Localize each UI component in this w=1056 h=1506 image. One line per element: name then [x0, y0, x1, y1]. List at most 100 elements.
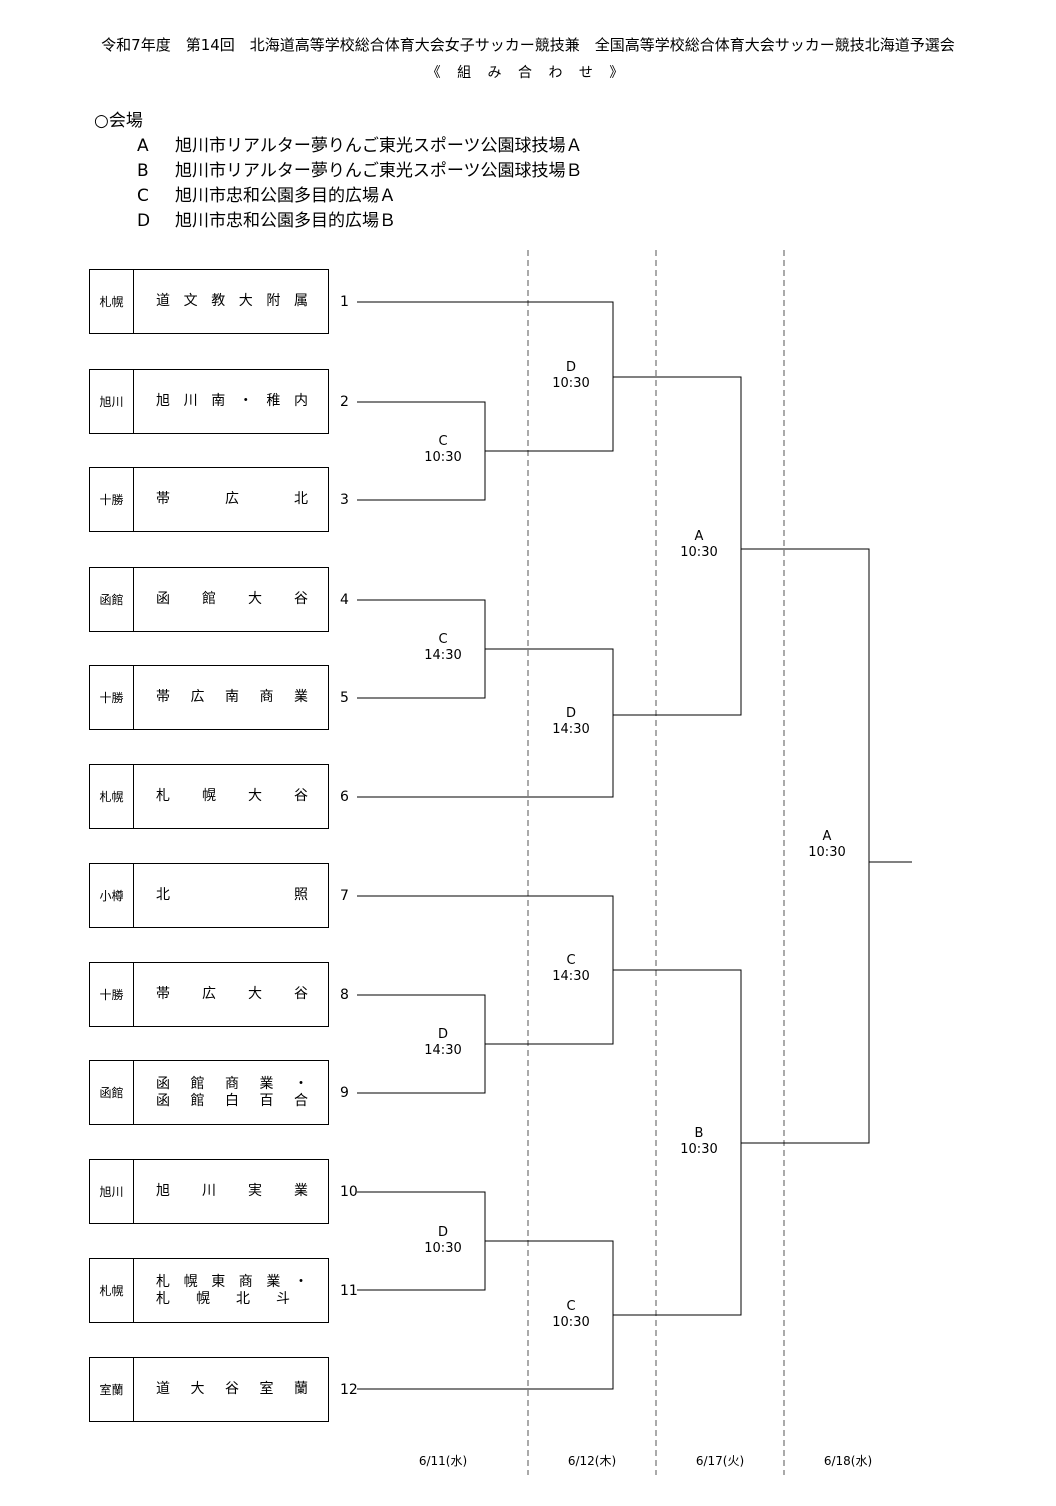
match-time: 10:30	[808, 845, 846, 860]
name-char: 幌	[183, 1273, 198, 1290]
name-char: 照	[294, 887, 308, 903]
name-char: 大	[248, 591, 262, 607]
name-char: 幌	[196, 1290, 210, 1307]
seed-number: 2	[340, 394, 349, 410]
seed-number: 1	[340, 294, 349, 310]
name-char: 北	[236, 1290, 250, 1307]
name-char: 札	[156, 1273, 170, 1290]
team-name: 北照	[134, 864, 328, 927]
team-region: 札幌	[90, 765, 134, 828]
name-char: 谷	[294, 788, 308, 804]
page-title: 令和7年度 第14回 北海道高等学校総合体育大会女子サッカー競技兼 全国高等学校…	[101, 36, 955, 54]
team-box: 十勝 帯広北	[89, 467, 329, 532]
name-char: 教	[211, 293, 226, 309]
name-char: 大	[248, 986, 262, 1002]
name-char: 南	[225, 689, 239, 705]
team-region: 旭川	[90, 1160, 134, 1223]
name-char: 館	[190, 1075, 205, 1092]
name-char: 谷	[225, 1381, 239, 1397]
match-time: 10:30	[552, 1315, 590, 1330]
team-name: 旭川南・稚内	[134, 370, 328, 433]
match-venue: C	[566, 953, 576, 968]
name-char: 蘭	[294, 1381, 308, 1397]
seed-number: 6	[340, 789, 349, 805]
name-char: 函	[156, 591, 170, 607]
team-name: 帯広北	[134, 468, 328, 531]
team-name: 函館大谷	[134, 568, 328, 631]
name-char: 函	[156, 1092, 170, 1109]
team-name: 旭川実業	[134, 1160, 328, 1223]
name-char: 大	[238, 293, 253, 309]
page-subtitle: 《 組 み 合 わ せ 》	[426, 65, 630, 81]
team-region: 札幌	[90, 1259, 134, 1322]
name-char: 札	[156, 1290, 170, 1307]
seed-number: 10	[340, 1184, 358, 1200]
match-time: 10:30	[680, 1142, 718, 1157]
name-char: 斗	[276, 1290, 290, 1307]
match-venue: D	[437, 1027, 448, 1042]
name-char: 川	[183, 393, 198, 409]
team-region: 旭川	[90, 370, 134, 433]
seed-number: 3	[340, 492, 349, 508]
venue-letter: D	[137, 211, 151, 231]
match-venue: C	[438, 434, 448, 449]
name-char: 館	[202, 591, 216, 607]
team-name: 帯広大谷	[134, 963, 328, 1026]
team-name: 道文教大附属	[134, 270, 328, 333]
name-char: 室	[259, 1381, 274, 1397]
team-region: 札幌	[90, 270, 134, 333]
name-char: 商	[225, 1075, 239, 1092]
team-box: 十勝 帯広大谷	[89, 962, 329, 1027]
name-char: 内	[293, 393, 308, 409]
name-char: 南	[211, 393, 226, 409]
team-region: 十勝	[90, 666, 134, 729]
match-venue: C	[566, 1299, 576, 1314]
name-char: 広	[225, 491, 239, 507]
team-box: 旭川 旭川実業	[89, 1159, 329, 1224]
name-char: 大	[248, 788, 262, 804]
name-char: 大	[190, 1381, 205, 1397]
venue-name: 旭川市リアルター夢りんご東光スポーツ公園球技場Ａ	[175, 136, 583, 156]
team-region: 十勝	[90, 468, 134, 531]
team-name: 札幌大谷	[134, 765, 328, 828]
match-venue: D	[437, 1225, 448, 1240]
team-box: 十勝 帯広南商業	[89, 665, 329, 730]
match-time: 10:30	[680, 545, 718, 560]
name-char: 合	[294, 1092, 308, 1109]
seed-number: 7	[340, 888, 349, 904]
name-char: 附	[266, 293, 281, 309]
name-char: 実	[248, 1183, 262, 1199]
name-char: 幌	[202, 788, 216, 804]
name-char: 業	[294, 1183, 308, 1199]
match-time: 14:30	[552, 722, 590, 737]
name-char: 道	[156, 293, 170, 309]
team-box: 小樽 北照	[89, 863, 329, 928]
seed-number: 5	[340, 690, 349, 706]
match-venue: A	[822, 829, 832, 844]
team-name: 函館商業・ 函館白百合	[134, 1061, 328, 1124]
name-char: 川	[202, 1183, 216, 1199]
match-time: 14:30	[424, 1043, 462, 1058]
venue-name: 旭川市忠和公園多目的広場Ｂ	[175, 211, 396, 231]
venue-item: D 旭川市忠和公園多目的広場Ｂ	[137, 206, 396, 231]
bracket-line	[741, 548, 870, 1144]
team-box: 室蘭 道大谷室蘭	[89, 1357, 329, 1422]
name-char: 文	[183, 293, 198, 309]
name-char: 北	[156, 887, 170, 903]
name-char: ・	[294, 1075, 308, 1092]
match-time: 10:30	[552, 376, 590, 391]
name-char: 広	[202, 986, 216, 1002]
team-box: 札幌 札幌東商業・ 札幌北斗	[89, 1258, 329, 1323]
bracket-line	[357, 648, 614, 798]
name-char: 谷	[294, 986, 308, 1002]
team-region: 小樽	[90, 864, 134, 927]
match-venue: B	[694, 1126, 704, 1141]
